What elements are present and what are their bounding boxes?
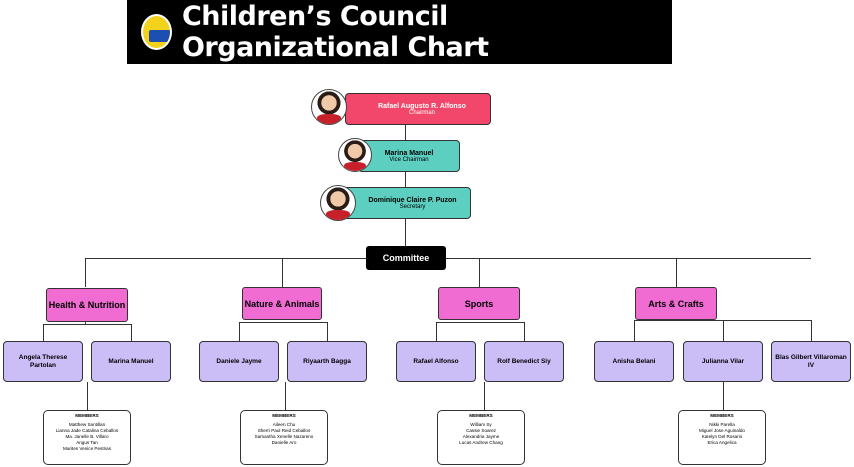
committee-head: Blas Gilbert Villaroman IV <box>771 341 851 382</box>
officer-name: Rafael Augusto R. Alfonso <box>378 102 466 110</box>
member-name: Miguel Jose Aguinaldo <box>699 428 745 433</box>
officer-name: Dominique Claire P. Puzon <box>368 196 457 204</box>
committee-head: Rolf Benedict Siy <box>484 341 564 382</box>
members-heading: MEMBERS <box>710 413 734 418</box>
connector <box>85 322 86 324</box>
connector <box>131 324 132 341</box>
member-name: Cassie Soarez <box>466 428 496 433</box>
connector <box>436 322 524 323</box>
connector <box>282 258 283 287</box>
connector <box>484 382 485 410</box>
vice-chairman-photo <box>338 138 372 172</box>
chairman-photo <box>311 89 347 125</box>
connector <box>811 320 812 341</box>
member-name: Marites Venice Pestrias <box>63 446 111 451</box>
member-name: Angus Tan <box>76 440 98 445</box>
committee-head: Julianna Vilar <box>683 341 763 382</box>
member-name: William Sy <box>470 422 492 427</box>
connector <box>524 322 525 341</box>
member-name: Nikki Parella <box>709 422 735 427</box>
page-title: Children’s Council Organizational Chart <box>181 1 489 63</box>
connector <box>436 322 437 341</box>
officer-name: Marina Manuel <box>384 149 434 157</box>
member-name: Sherri Paul Reid Ceballos <box>257 428 311 433</box>
connector <box>479 258 480 287</box>
officer-role: Chairman <box>408 109 435 116</box>
member-name: Samantha Xenelle Nazareno <box>254 434 314 439</box>
members-heading: MEMBERS <box>272 413 296 418</box>
officer-role: Secretary <box>399 203 426 210</box>
member-name: Lucas Andrew Chang <box>459 440 503 445</box>
connector <box>85 258 811 259</box>
members-heading: MEMBERS <box>469 413 493 418</box>
committee-health-nutrition: Health & Nutrition <box>46 288 128 322</box>
connector <box>43 324 44 341</box>
connector <box>723 382 724 410</box>
committee-head: Rafael Alfonso <box>396 341 476 382</box>
connector <box>723 320 724 341</box>
member-name: Katelyn Del Rosario <box>701 434 743 439</box>
connector <box>239 322 327 323</box>
council-logo-icon <box>141 14 172 50</box>
committee-head: Angela Therese Partolan <box>3 341 83 382</box>
member-name: Erica Angelica <box>707 440 737 445</box>
title-banner: Children’s Council Organizational Chart <box>127 0 672 64</box>
committee-head: Daniele Jayme <box>199 341 279 382</box>
committee-head: Riyaarth Bagga <box>287 341 367 382</box>
connector <box>327 322 328 341</box>
connector <box>634 320 811 321</box>
officer-role: Vice Chairman <box>389 156 429 163</box>
connector <box>87 382 88 410</box>
connector <box>676 258 677 287</box>
member-name: Alexandria Jayme <box>462 434 500 439</box>
connector <box>634 320 635 341</box>
committee-head: Marina Manuel <box>91 341 171 382</box>
committee-arts-crafts: Arts & Crafts <box>635 287 717 320</box>
committee-head: Anisha Belani <box>594 341 674 382</box>
connector <box>239 322 240 341</box>
connector <box>405 125 406 246</box>
secretary-photo <box>320 185 356 221</box>
member-name: Matthew Santillan <box>68 422 106 427</box>
members-heading: MEMBERS <box>75 413 99 418</box>
member-name: Aileen Chu <box>272 422 296 427</box>
connector <box>85 258 86 287</box>
connector <box>285 382 286 410</box>
committee-label: Committee <box>366 246 446 270</box>
member-name: Ma. Janelle B. Villaro <box>65 434 109 439</box>
member-name: Danielle Aro <box>271 440 297 445</box>
committee-nature-animals: Nature & Animals <box>242 287 322 320</box>
committee-sports: Sports <box>438 287 520 320</box>
connector <box>43 324 131 325</box>
member-name: Lianna Jade Catalina Ceballos <box>55 428 119 433</box>
